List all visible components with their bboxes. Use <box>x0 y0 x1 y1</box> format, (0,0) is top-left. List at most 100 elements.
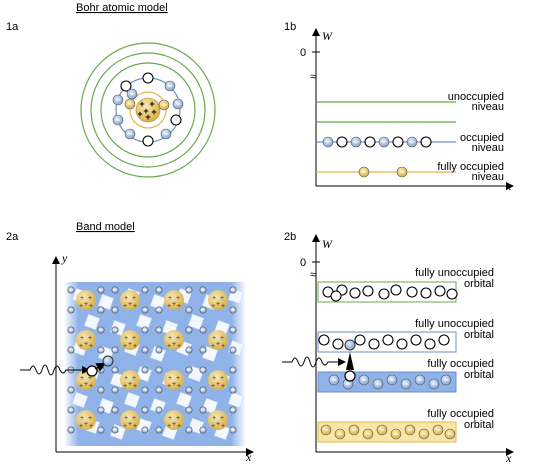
proton-sign: + <box>220 415 224 422</box>
band-hole <box>332 338 344 350</box>
lattice-electron <box>229 306 237 314</box>
proton-sign: + <box>212 415 216 422</box>
proton-sign: + <box>132 415 136 422</box>
lattice-electron <box>111 346 119 354</box>
band-hole <box>420 287 432 299</box>
band-core-electron <box>320 424 332 436</box>
outer-electron <box>124 128 136 140</box>
band-core-electron <box>432 424 444 436</box>
lattice-electron <box>97 286 105 294</box>
lattice-core <box>76 330 96 350</box>
outer-electron <box>172 98 184 110</box>
band-label-3b: orbital <box>464 369 494 381</box>
lattice-atoms: ++++++++++++++++++++++++++++++++++++++++… <box>67 286 237 434</box>
lattice-atom: +++++ <box>155 366 193 394</box>
proton-sign: + <box>124 335 128 342</box>
band-electron <box>372 378 384 390</box>
outer-electron <box>164 80 176 92</box>
lattice-core <box>208 330 228 350</box>
proton-sign: + <box>167 423 171 430</box>
outer-hole <box>170 114 182 126</box>
lattice-core <box>208 290 228 310</box>
proton-sign: + <box>80 295 84 302</box>
w-axis-label-1b: W <box>322 29 333 43</box>
proton-sign: + <box>176 375 180 382</box>
proton-sign: + <box>216 421 220 428</box>
lattice-electron <box>199 306 207 314</box>
proton-sign: + <box>88 415 92 422</box>
lattice-electron <box>229 326 237 334</box>
lattice-atom: +++++ <box>155 286 193 314</box>
lattice-hole <box>227 391 245 409</box>
band-label-1: fully unoccupied <box>415 267 494 279</box>
x-axis-label-2b: x <box>505 451 512 465</box>
lattice-electron <box>199 386 207 394</box>
lattice-electron <box>141 326 149 334</box>
photon-wave-2a <box>20 364 80 376</box>
proton-sign: + <box>220 375 224 382</box>
proton-sign: + <box>149 99 154 109</box>
lattice-hole <box>187 313 205 331</box>
panel-label-2a: 2a <box>6 231 19 243</box>
band-core-electron <box>362 428 374 440</box>
panel-label-1b: 1b <box>284 21 296 33</box>
proton-sign: + <box>123 423 127 430</box>
proton-sign: + <box>212 335 216 342</box>
band-electron <box>428 378 440 390</box>
lattice-electron <box>155 426 163 434</box>
proton-sign: + <box>128 301 132 308</box>
lattice-atom: +++++ <box>67 406 105 434</box>
lattice-electron <box>185 406 193 414</box>
lattice-atom: +++++ <box>67 326 105 354</box>
hole-circle <box>364 136 376 148</box>
lattice-atom: +++++ <box>111 286 149 314</box>
lattice-electron <box>229 386 237 394</box>
band-core-electron <box>376 424 388 436</box>
proton-sign: + <box>132 295 136 302</box>
y-axis-label-2a: y <box>61 251 68 265</box>
panel-1b: 1b W x 0 ≈ unoccupied niveau occupied ni… <box>284 21 514 193</box>
proton-sign: + <box>84 301 88 308</box>
orbit-ring-3 <box>90 52 206 168</box>
lattice-core <box>164 330 184 350</box>
band-electron <box>400 378 412 390</box>
band-hole <box>390 284 402 296</box>
hole-circle <box>142 72 154 84</box>
band-hole <box>368 338 380 350</box>
proton-sign: + <box>216 301 220 308</box>
lattice-core <box>120 370 140 390</box>
lattice-electron <box>229 286 237 294</box>
proton-sign: + <box>123 303 127 310</box>
proton-sign: + <box>211 383 215 390</box>
proton-sign: + <box>133 343 137 350</box>
band-label-4b: orbital <box>464 419 494 431</box>
lattice-electron <box>185 366 193 374</box>
proton-sign: + <box>128 341 132 348</box>
hole-circle <box>170 114 182 126</box>
band-hole <box>406 286 418 298</box>
lattice-electron <box>155 386 163 394</box>
lattice-atom: +++++ <box>199 326 237 354</box>
proton-sign: + <box>172 421 176 428</box>
lattice-electron <box>67 386 75 394</box>
lattice-hole <box>83 313 101 331</box>
niveau-label-unoccupied-2: niveau <box>472 101 504 113</box>
lattice-electron <box>67 346 75 354</box>
band-core-electron <box>334 428 346 440</box>
panel-1a: 1a Bohr atomic model ++++++ <box>6 2 216 178</box>
proton-sign: + <box>79 303 83 310</box>
lattice-core <box>76 410 96 430</box>
outer-electron <box>112 94 124 106</box>
niveau-electron <box>378 136 390 148</box>
proton-sign: + <box>176 335 180 342</box>
lattice-electron <box>199 286 207 294</box>
proton-sign: + <box>151 107 156 117</box>
lattice-electron <box>97 326 105 334</box>
proton-sign: + <box>84 421 88 428</box>
hole-circle <box>378 288 390 300</box>
proton-sign: + <box>220 335 224 342</box>
orbit-ring-2 <box>100 62 196 158</box>
proton-sign: + <box>176 415 180 422</box>
lattice-electron <box>199 426 207 434</box>
panel-label-1a: 1a <box>6 21 19 33</box>
